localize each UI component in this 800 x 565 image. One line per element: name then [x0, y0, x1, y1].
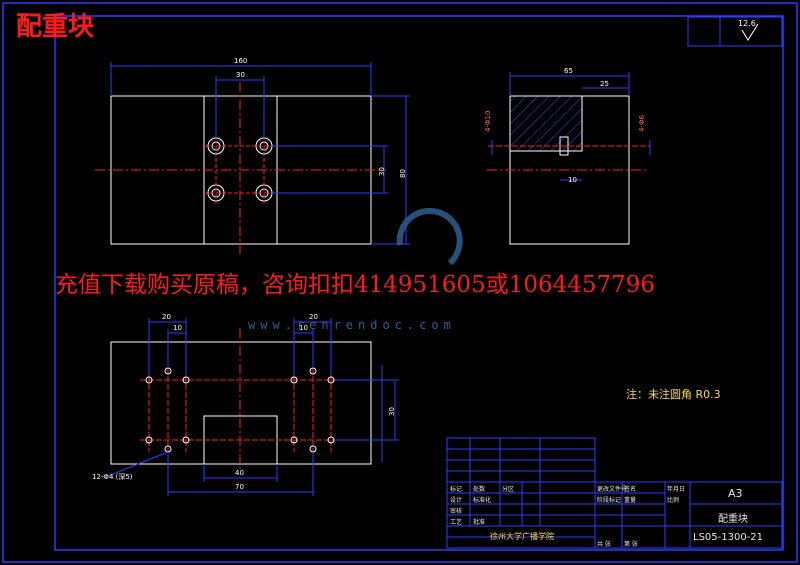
dim-d2: 10	[173, 324, 182, 332]
small-hole	[182, 376, 190, 384]
dim-hole-spacing-x: 30	[236, 71, 245, 79]
dim-d3: 10	[299, 324, 308, 332]
title-block	[446, 437, 783, 549]
small-hole	[145, 436, 153, 444]
roughness-box	[687, 16, 783, 47]
dim-opening: 40	[235, 469, 244, 477]
dim-right-callout: 4-Φ6	[638, 115, 646, 132]
dim-side-small: 10	[568, 176, 577, 184]
tb-cell: 比例	[667, 497, 680, 504]
tb-cell: 重量	[624, 497, 637, 504]
tb-cell: 分区	[502, 486, 515, 493]
bottom-view	[107, 318, 399, 496]
dim-left-callout: 4-Φ10	[484, 110, 492, 132]
tb-cell: 批准	[473, 519, 486, 526]
tb-cell: 设计	[450, 497, 463, 504]
roughness-symbol	[741, 23, 759, 41]
dim-overall: 70	[235, 483, 244, 491]
small-hole	[182, 436, 190, 444]
side-hatched-section	[509, 95, 583, 152]
small-hole	[145, 376, 153, 384]
top-view	[95, 62, 410, 255]
small-hole	[327, 376, 335, 384]
bottom-view-outline	[110, 341, 372, 465]
dim-width: 160	[234, 57, 248, 65]
small-hole	[164, 367, 172, 375]
promo-banner: 充值下载购买原稿，咨询扣扣414951605或1064457796	[55, 272, 656, 298]
tb-cell: 年月日	[667, 486, 686, 493]
tb-cell: 标记	[450, 486, 463, 493]
tb-cell: 第 张	[624, 541, 638, 548]
title-block-part-name: 配重块	[718, 514, 748, 525]
dim-height: 80	[399, 169, 407, 178]
side-view	[487, 72, 651, 245]
inner-frame	[54, 15, 784, 551]
tb-cell: 审核	[450, 508, 463, 515]
dim-hole-spacing-y: 30	[378, 167, 386, 176]
title-block-drawing-no: LS05-1300-21	[693, 532, 764, 543]
tb-cell: 共 张	[597, 541, 611, 548]
small-hole	[290, 436, 298, 444]
roughness-value: 12.6	[738, 19, 756, 28]
dim-d4: 20	[309, 313, 318, 321]
tb-cell: 阶段标记	[597, 497, 622, 504]
tb-cell: 更改文件号	[597, 486, 628, 493]
watermark-logo-icon	[396, 207, 463, 266]
small-hole	[290, 376, 298, 384]
title-block-school: 徐州大学广播学院	[490, 532, 554, 541]
technical-note: 注：未注圆角 R0.3	[626, 388, 721, 401]
tb-cell: 标准化	[473, 497, 492, 504]
drawing-title: 配重块	[16, 12, 95, 42]
dim-d1: 20	[162, 313, 171, 321]
small-hole	[309, 367, 317, 375]
title-block-format: A3	[728, 487, 743, 500]
watermark-url: www.renrendoc.com	[248, 318, 456, 332]
hole-callout: 12-Φ4 (深5)	[92, 473, 133, 481]
dim-side-width: 65	[564, 67, 573, 75]
small-hole	[327, 436, 335, 444]
dim-bottom-height: 30	[388, 407, 396, 416]
tb-cell: 签名	[624, 486, 637, 493]
tb-cell: 工艺	[450, 519, 463, 526]
dim-side-step: 25	[600, 80, 609, 88]
tb-cell: 处数	[473, 486, 486, 493]
